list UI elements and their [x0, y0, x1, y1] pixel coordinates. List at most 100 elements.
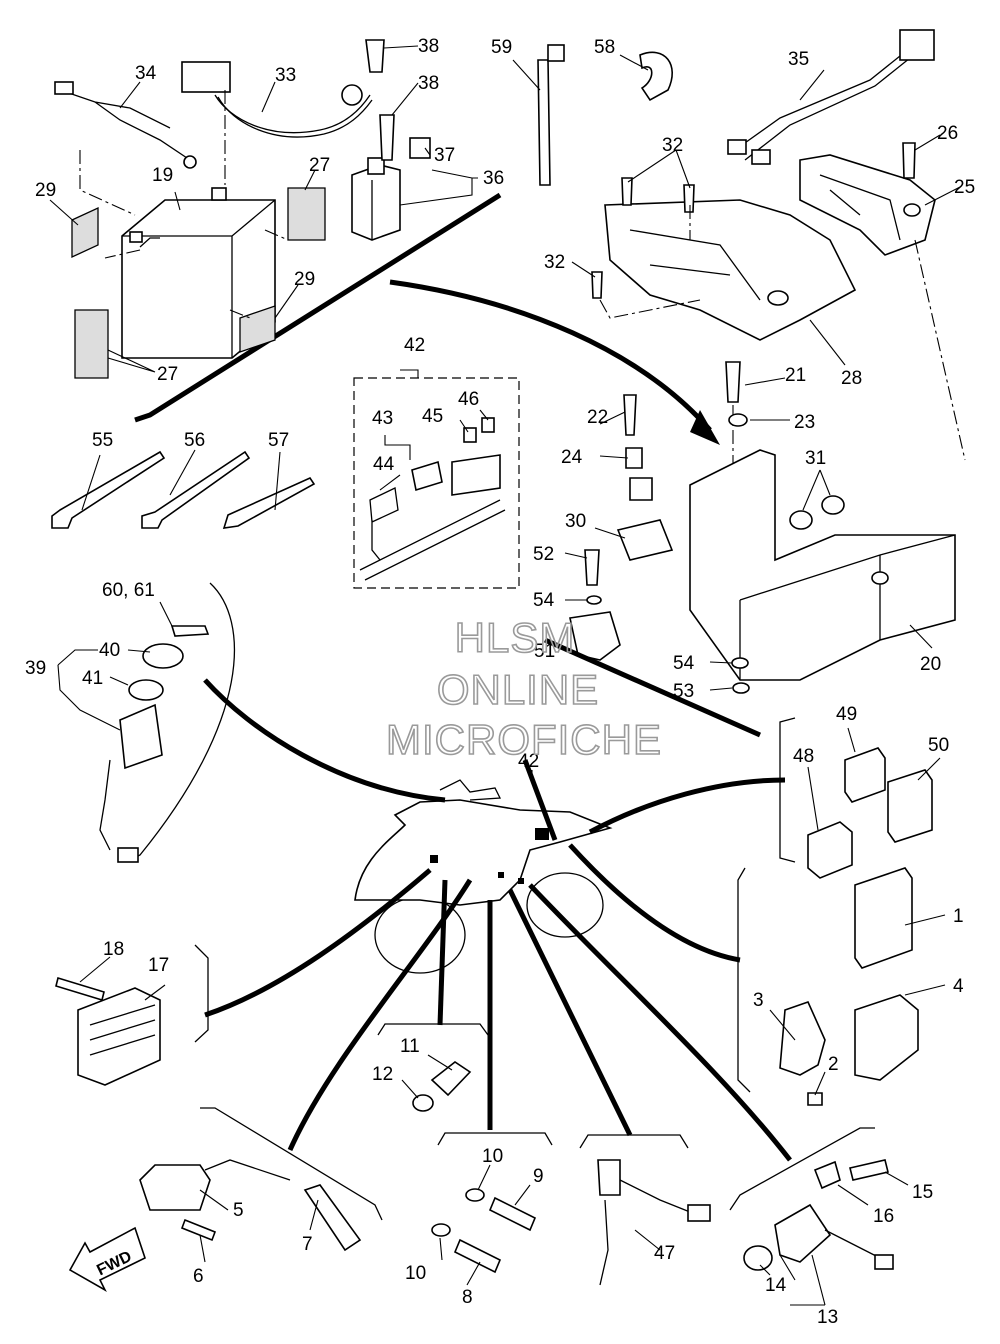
fwd-direction-arrow: FWD [68, 1226, 146, 1293]
callout-23: 23 [794, 412, 815, 433]
callout-33: 33 [275, 65, 296, 86]
cable-tie-56 [141, 450, 251, 529]
callout-54b: 54 [673, 653, 695, 674]
sidestand-switch-group [579, 1134, 711, 1286]
callout-17: 17 [148, 955, 169, 976]
callout-29b: 29 [294, 269, 315, 290]
sensor-13-group [729, 1127, 894, 1271]
callout-38a: 38 [418, 36, 439, 57]
callout-45: 45 [422, 406, 443, 427]
pad-30 [616, 519, 674, 561]
washer-54a [586, 595, 602, 605]
fuse-43 [411, 460, 443, 492]
nut-41 [128, 679, 164, 701]
relay-49 [844, 747, 886, 803]
ignition-coil [139, 1164, 211, 1211]
callout-53: 53 [673, 681, 694, 702]
callout-25: 25 [954, 177, 975, 198]
main-switch-group [99, 582, 236, 863]
callout-43: 43 [372, 408, 393, 429]
speed-sensor [774, 1203, 832, 1263]
switch-8 [453, 1238, 502, 1274]
rectifier-regulator [77, 987, 161, 1086]
cable-tie-59 [537, 59, 551, 186]
sensor-13-bracket [729, 1127, 875, 1211]
callout-27a: 27 [309, 155, 330, 176]
watermark-line-1: HLSM [455, 614, 576, 661]
callout-32a: 32 [662, 135, 683, 156]
bolt-52 [584, 549, 600, 586]
callout-7: 7 [302, 1234, 313, 1255]
callout-55: 55 [92, 430, 113, 451]
positive-lead [181, 61, 231, 93]
bolt-18 [55, 976, 105, 1002]
callout-24: 24 [561, 447, 583, 468]
callout-20: 20 [920, 654, 941, 675]
fuse-box-dashed-frame [353, 377, 520, 589]
callout-41: 41 [82, 668, 103, 689]
battery-to-box-arrow [389, 279, 712, 432]
callout-57: 57 [268, 430, 289, 451]
clamp-16 [813, 1160, 841, 1190]
callout-58: 58 [594, 37, 615, 58]
callout-42b: 42 [518, 751, 539, 772]
callout-44: 44 [373, 454, 395, 475]
screw-32b [683, 184, 695, 213]
callout-48: 48 [793, 746, 814, 767]
battery-group-bracket [134, 192, 502, 423]
callout-31: 31 [805, 448, 826, 469]
battery-group [54, 39, 502, 423]
screw-32a [621, 177, 633, 206]
callout-38b: 38 [418, 73, 439, 94]
callout-30: 30 [565, 511, 586, 532]
o-ring-14 [743, 1245, 773, 1271]
rectifier-group-bracket [194, 944, 209, 1043]
callout-19: 19 [152, 165, 173, 186]
battery-pad-27b [74, 309, 109, 379]
callout-42a: 42 [404, 335, 425, 356]
switch-8-9-group [431, 1132, 553, 1274]
fuse-46 [481, 417, 495, 433]
battery-pad-29a [71, 206, 99, 259]
screw-32c [591, 271, 603, 299]
callout-16: 16 [873, 1206, 894, 1227]
clamp-58 [639, 51, 673, 102]
main-switch [119, 703, 163, 770]
callout-52: 52 [533, 544, 554, 565]
callout-26: 26 [937, 123, 958, 144]
callout-29a: 29 [35, 180, 56, 201]
gasket-10a [465, 1188, 485, 1202]
callout-22: 22 [587, 407, 608, 428]
switch-9 [488, 1196, 537, 1232]
bracket-3 [779, 1001, 826, 1076]
bolt-6 [180, 1218, 217, 1242]
battery-box [569, 394, 956, 694]
callout-13: 13 [817, 1307, 838, 1328]
callout-leaders [49, 45, 961, 1306]
callout-35: 35 [788, 49, 809, 70]
callout-2: 2 [828, 1054, 839, 1075]
battery-box-brackets [591, 142, 966, 470]
relay-group-bracket [779, 717, 796, 863]
ecu-group [737, 867, 919, 1106]
callout-54a: 54 [533, 590, 555, 611]
sidestand-switch [597, 1159, 621, 1196]
battery-pad-27a [287, 187, 326, 241]
callout-6: 6 [193, 1266, 204, 1287]
callout-47: 47 [654, 1243, 675, 1264]
relay-group [779, 717, 933, 879]
fuse-45 [463, 427, 477, 443]
callout-51: 51 [534, 641, 555, 662]
callout-37: 37 [434, 145, 455, 166]
callout-46: 46 [458, 389, 479, 410]
ecu-bracket-4 [854, 994, 919, 1081]
sub-wire-harness [727, 29, 935, 165]
ecu [854, 867, 913, 969]
callout-39: 39 [25, 658, 46, 679]
callout-4: 4 [953, 976, 964, 997]
ignition-coil-group [139, 1107, 383, 1252]
ecu-group-bracket [737, 867, 751, 1093]
callout-11: 11 [400, 1036, 420, 1057]
callout-60-61: 60, 61 [102, 580, 155, 601]
cable-ties [51, 44, 673, 529]
